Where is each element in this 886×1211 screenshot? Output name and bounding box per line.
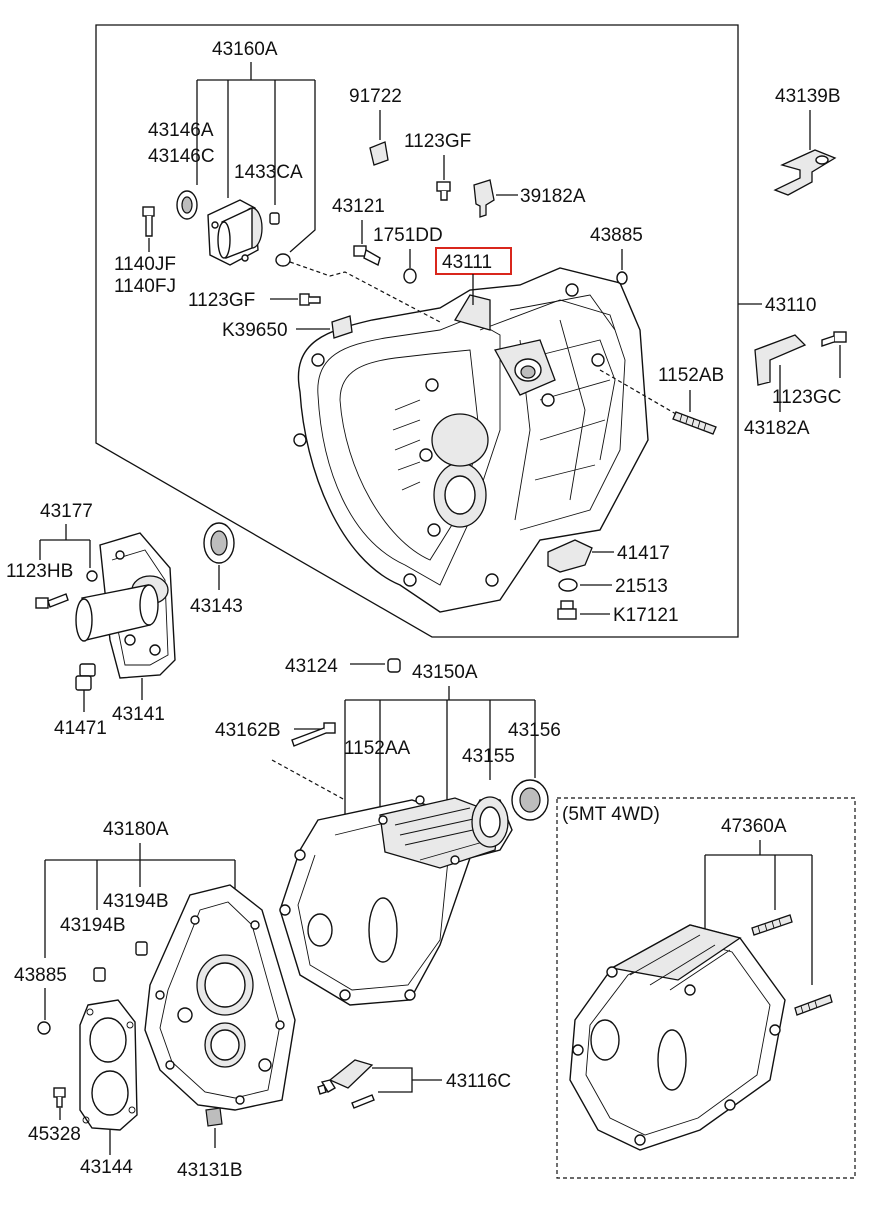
label-43180a[interactable]: 43180A xyxy=(103,819,169,840)
bracket-43182a xyxy=(754,334,807,386)
pin-43124 xyxy=(387,658,401,673)
bracket-k39650 xyxy=(331,315,353,339)
sealant-tube-43116c xyxy=(317,1059,374,1095)
oil-seal-43146c xyxy=(176,190,198,220)
label-43156[interactable]: 43156 xyxy=(508,720,561,741)
bolt-1123gf-left xyxy=(299,293,321,306)
label-43110[interactable]: 43110 xyxy=(765,295,816,316)
bolt-1123gc xyxy=(821,331,847,347)
label-43139b[interactable]: 43139B xyxy=(775,86,841,107)
label-43162b[interactable]: 43162B xyxy=(215,720,281,741)
gasket-1751dd xyxy=(403,268,417,284)
label-43194b-right[interactable]: 43194B xyxy=(103,891,169,912)
pin-43885-upper xyxy=(616,271,628,285)
washer-1123hb xyxy=(86,570,98,582)
dowel-43194b-right xyxy=(135,941,148,956)
dowel-43194b-left xyxy=(93,967,106,982)
label-1123gf-upper[interactable]: 1123GF xyxy=(404,131,471,152)
label-43143[interactable]: 43143 xyxy=(190,596,243,617)
label-41471[interactable]: 41471 xyxy=(54,718,107,739)
label-47360a[interactable]: 47360A xyxy=(721,816,787,837)
upper-assembly-boundary xyxy=(95,24,739,638)
bearing-retainer-43146a xyxy=(207,199,263,266)
label-39182a[interactable]: 39182A xyxy=(520,186,586,207)
label-43141[interactable]: 43141 xyxy=(112,704,165,725)
bracket-43131b xyxy=(205,1107,223,1127)
oil-seal-43156 xyxy=(511,779,549,821)
label-1140fj[interactable]: 1140FJ xyxy=(114,276,176,297)
o-ring-43160a xyxy=(275,253,291,267)
label-43146a[interactable]: 43146A xyxy=(148,120,214,141)
main-transmission-case xyxy=(293,267,649,613)
label-43194b-left[interactable]: 43194B xyxy=(60,915,126,936)
gasket-43144 xyxy=(79,999,138,1131)
plug-k17121 xyxy=(557,600,577,620)
label-43124[interactable]: 43124 xyxy=(285,656,338,677)
stud-47360a-upper xyxy=(751,914,793,936)
label-43111[interactable]: 43111 xyxy=(442,252,492,273)
breather-41471 xyxy=(75,663,96,691)
bolt-1123gf-upper xyxy=(436,181,451,201)
label-43885-lower[interactable]: 43885 xyxy=(14,965,67,986)
label-1123gf-left[interactable]: 1123GF xyxy=(188,290,255,311)
bolt-45328 xyxy=(53,1087,66,1108)
oil-seal-43143 xyxy=(203,522,235,564)
clip-91722 xyxy=(369,141,389,166)
5mt-4wd-boundary xyxy=(556,797,856,1179)
label-1433ca[interactable]: 1433CA xyxy=(234,162,303,183)
bolt-1123hb xyxy=(35,593,69,609)
label-1123hb[interactable]: 1123HB xyxy=(6,561,73,582)
label-43160a[interactable]: 43160A xyxy=(212,39,278,60)
label-21513[interactable]: 21513 xyxy=(615,576,668,597)
bushing-1433ca xyxy=(269,212,280,225)
rear-case-43150a xyxy=(279,795,513,1006)
label-43182a[interactable]: 43182A xyxy=(744,418,810,439)
label-45328[interactable]: 45328 xyxy=(28,1124,81,1145)
label-41417[interactable]: 41417 xyxy=(617,543,670,564)
bolt-1140jf xyxy=(142,206,155,237)
sensor-39182a xyxy=(473,179,495,218)
label-43885-upper[interactable]: 43885 xyxy=(590,225,643,246)
stud-1152ab xyxy=(672,411,717,435)
label-43144[interactable]: 43144 xyxy=(80,1157,133,1178)
cover-41417 xyxy=(547,539,593,573)
transfer-adapter-47360a xyxy=(569,924,786,1151)
stud-47360a-lower xyxy=(794,994,833,1016)
label-1152aa[interactable]: 1152AA xyxy=(344,738,411,759)
label-43155[interactable]: 43155 xyxy=(462,746,515,767)
label-43177[interactable]: 43177 xyxy=(40,501,93,522)
label-43121[interactable]: 43121 xyxy=(332,196,385,217)
label-k17121[interactable]: K17121 xyxy=(613,605,679,626)
gasket-21513 xyxy=(558,578,578,592)
label-91722[interactable]: 91722 xyxy=(349,86,402,107)
stud-43116c xyxy=(351,1094,375,1109)
bolt-43162b xyxy=(291,722,336,747)
label-43146c[interactable]: 43146C xyxy=(148,146,215,167)
label-1123gc[interactable]: 1123GC xyxy=(772,387,841,408)
label-43131b[interactable]: 43131B xyxy=(177,1160,243,1181)
label-5mt-4wd[interactable]: (5MT 4WD) xyxy=(562,804,660,825)
label-43116c[interactable]: 43116C xyxy=(446,1071,511,1092)
extension-housing-43141 xyxy=(75,532,176,679)
pin-43885-lower xyxy=(37,1021,51,1035)
label-1140jf[interactable]: 1140JF xyxy=(114,254,176,275)
label-1751dd[interactable]: 1751DD xyxy=(373,225,443,246)
plug-43121 xyxy=(353,245,381,267)
label-1152ab[interactable]: 1152AB xyxy=(658,365,724,386)
label-k39650[interactable]: K39650 xyxy=(222,320,288,341)
label-43150a[interactable]: 43150A xyxy=(412,662,478,683)
adapter-plate-43180a xyxy=(144,884,296,1111)
